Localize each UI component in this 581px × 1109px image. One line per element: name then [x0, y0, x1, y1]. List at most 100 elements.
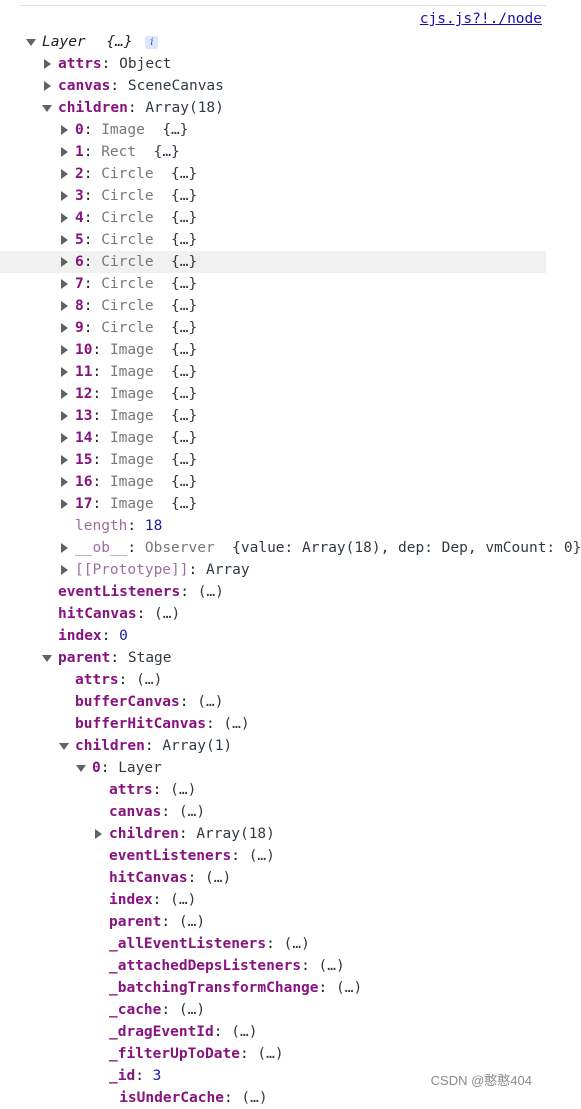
tree-row[interactable]: 11: Image {…} — [0, 361, 546, 383]
tree-row[interactable]: 15: Image {…} — [0, 449, 546, 471]
property-value[interactable]: (…) — [170, 782, 197, 798]
tree-row[interactable]: index: (…) — [0, 889, 546, 911]
expand-arrow-right-icon[interactable] — [59, 207, 71, 229]
expand-arrow-right-icon[interactable] — [59, 185, 71, 207]
tree-row[interactable]: canvas: (…) — [0, 801, 546, 823]
tree-row[interactable]: bufferCanvas: (…) — [0, 691, 546, 713]
property-value: Image — [109, 386, 154, 402]
property-value[interactable]: (…) — [178, 914, 206, 930]
tree-row[interactable]: attrs: (…) — [0, 779, 546, 801]
tree-row[interactable]: canvas: SceneCanvas — [0, 75, 546, 97]
tree-row[interactable]: 12: Image {…} — [0, 383, 546, 405]
expand-arrow-right-icon[interactable] — [59, 251, 71, 273]
expand-arrow-down-icon[interactable] — [42, 647, 54, 669]
tree-row[interactable]: 1: Rect {…} — [0, 141, 546, 163]
tree-row[interactable]: 0: Image {…} — [0, 119, 546, 141]
property-value[interactable]: (…) — [318, 958, 345, 974]
tree-row[interactable]: 0: Layer — [0, 757, 546, 779]
expand-arrow-right-icon[interactable] — [59, 229, 71, 251]
expand-arrow-right-icon[interactable] — [59, 449, 71, 471]
property-value[interactable]: (…) — [231, 1024, 258, 1040]
property-value[interactable]: (…) — [170, 892, 197, 908]
expand-arrow-down-icon[interactable] — [26, 31, 38, 53]
tree-row[interactable]: eventListeners: (…) — [0, 581, 546, 603]
tree-row[interactable]: __ob__: Observer {value: Array(18), dep:… — [0, 537, 581, 559]
property-value[interactable]: (…) — [197, 584, 224, 600]
expand-arrow-right-icon[interactable] — [59, 405, 71, 427]
tree-row[interactable]: parent: (…) — [0, 911, 546, 933]
property-value[interactable]: (…) — [248, 848, 275, 864]
property-value[interactable]: (…) — [223, 716, 250, 732]
property-value[interactable]: (…) — [283, 936, 310, 952]
tree-row[interactable]: children: Array(18) — [0, 97, 546, 119]
tree-row[interactable]: 17: Image {…} — [0, 493, 546, 515]
expand-arrow-right-icon[interactable] — [42, 53, 54, 75]
property-key: children — [109, 826, 179, 842]
tree-row[interactable]: _dragEventId: (…) — [0, 1021, 546, 1043]
expand-arrow-right-icon[interactable] — [59, 119, 71, 141]
tree-row[interactable]: _filterUpToDate: (…) — [0, 1043, 546, 1065]
tree-row[interactable]: children: Array(1) — [0, 735, 546, 757]
tree-row[interactable]: index: 0 — [0, 625, 546, 647]
expand-arrow-down-icon[interactable] — [76, 757, 88, 779]
tree-row[interactable]: hitCanvas: (…) — [0, 867, 546, 889]
expand-arrow-right-icon[interactable] — [42, 75, 54, 97]
tree-row[interactable]: attrs: (…) — [0, 669, 546, 691]
tree-row[interactable]: _id: 3 — [0, 1065, 546, 1087]
tree-row[interactable]: hitCanvas: (…) — [0, 603, 546, 625]
tree-row[interactable]: 4: Circle {…} — [0, 207, 546, 229]
tree-row[interactable]: 14: Image {…} — [0, 427, 546, 449]
property-value[interactable]: (…) — [257, 1046, 284, 1062]
tree-row[interactable]: 7: Circle {…} — [0, 273, 546, 295]
expand-arrow-right-icon[interactable] — [59, 559, 71, 581]
tree-row[interactable]: length: 18 — [0, 515, 546, 537]
expand-arrow-right-icon[interactable] — [59, 427, 71, 449]
tree-row[interactable]: parent: Stage — [0, 647, 546, 669]
expand-arrow-down-icon[interactable] — [42, 97, 54, 119]
tree-row[interactable]: 9: Circle {…} — [0, 317, 546, 339]
tree-row[interactable]: _batchingTransformChange: (…) — [0, 977, 546, 999]
tree-row[interactable]: attrs: Object — [0, 53, 546, 75]
tree-row[interactable]: 6: Circle {…} — [0, 251, 546, 273]
tree-row[interactable]: 8: Circle {…} — [0, 295, 546, 317]
property-value: Observer — [144, 540, 215, 556]
expand-arrow-right-icon[interactable] — [59, 339, 71, 361]
property-value[interactable]: (…) — [197, 694, 224, 710]
expand-arrow-right-icon[interactable] — [59, 141, 71, 163]
tree-row[interactable]: 3: Circle {…} — [0, 185, 546, 207]
tree-row[interactable]: bufferHitCanvas: (…) — [0, 713, 546, 735]
info-icon[interactable]: i — [145, 35, 159, 49]
expand-arrow-right-icon[interactable] — [59, 317, 71, 339]
expand-arrow-right-icon[interactable] — [59, 163, 71, 185]
tree-row[interactable]: 2: Circle {…} — [0, 163, 546, 185]
expand-arrow-right-icon[interactable] — [59, 383, 71, 405]
property-value[interactable]: (…) — [205, 870, 232, 886]
property-value[interactable]: (…) — [178, 804, 206, 820]
expand-arrow-right-icon[interactable] — [59, 361, 71, 383]
tree-row[interactable]: [[Prototype]]: Array — [0, 559, 546, 581]
property-value[interactable]: (…) — [136, 672, 163, 688]
tree-row[interactable]: 16: Image {…} — [0, 471, 546, 493]
expand-arrow-right-icon[interactable] — [59, 471, 71, 493]
expand-arrow-right-icon[interactable] — [59, 493, 71, 515]
tree-row[interactable]: _cache: (…) — [0, 999, 546, 1021]
tree-row[interactable]: 13: Image {…} — [0, 405, 546, 427]
expand-arrow-right-icon[interactable] — [59, 295, 71, 317]
property-value[interactable]: (…) — [178, 1002, 206, 1018]
tree-root-row[interactable]: Layer {…} i — [0, 31, 546, 53]
expand-arrow-down-icon[interactable] — [59, 735, 71, 757]
expand-arrow-right-icon[interactable] — [59, 537, 71, 559]
source-link[interactable]: cjs.js?!./node — [419, 11, 542, 27]
tree-row[interactable]: 5: Circle {…} — [0, 229, 546, 251]
tree-row[interactable]: _allEventListeners: (…) — [0, 933, 546, 955]
property-value[interactable]: (…) — [335, 980, 363, 996]
tree-row[interactable]: _attachedDepsListeners: (…) — [0, 955, 546, 977]
tree-row[interactable]: isUnderCache: (…) — [0, 1087, 546, 1109]
expand-arrow-right-icon[interactable] — [59, 273, 71, 295]
property-value[interactable]: (…) — [241, 1090, 268, 1106]
property-value[interactable]: (…) — [154, 606, 181, 622]
tree-row[interactable]: children: Array(18) — [0, 823, 546, 845]
tree-row[interactable]: 10: Image {…} — [0, 339, 546, 361]
tree-row[interactable]: eventListeners: (…) — [0, 845, 546, 867]
expand-arrow-right-icon[interactable] — [93, 823, 105, 845]
